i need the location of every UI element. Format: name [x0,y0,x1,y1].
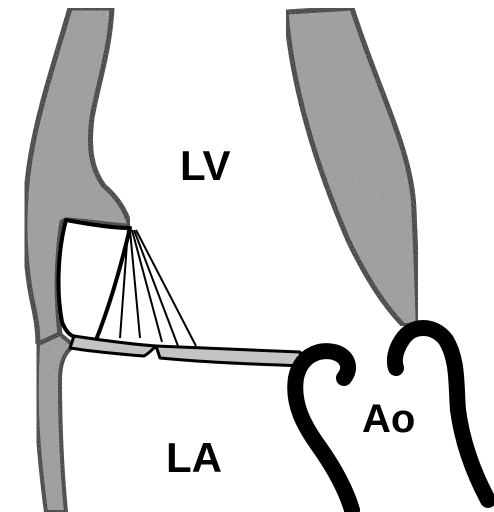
chordae-tendineae [120,230,196,346]
aortic-root-left [295,351,352,510]
label-lv: LV [180,142,231,189]
aortic-wall [286,8,418,326]
label-la: LA [166,434,222,481]
papillary-muscle [59,220,130,340]
left-atrial-wall [37,334,74,512]
label-ao: Ao [362,397,415,441]
posterior-mitral-leaflet [70,336,156,356]
anterior-mitral-leaflet [156,346,302,366]
